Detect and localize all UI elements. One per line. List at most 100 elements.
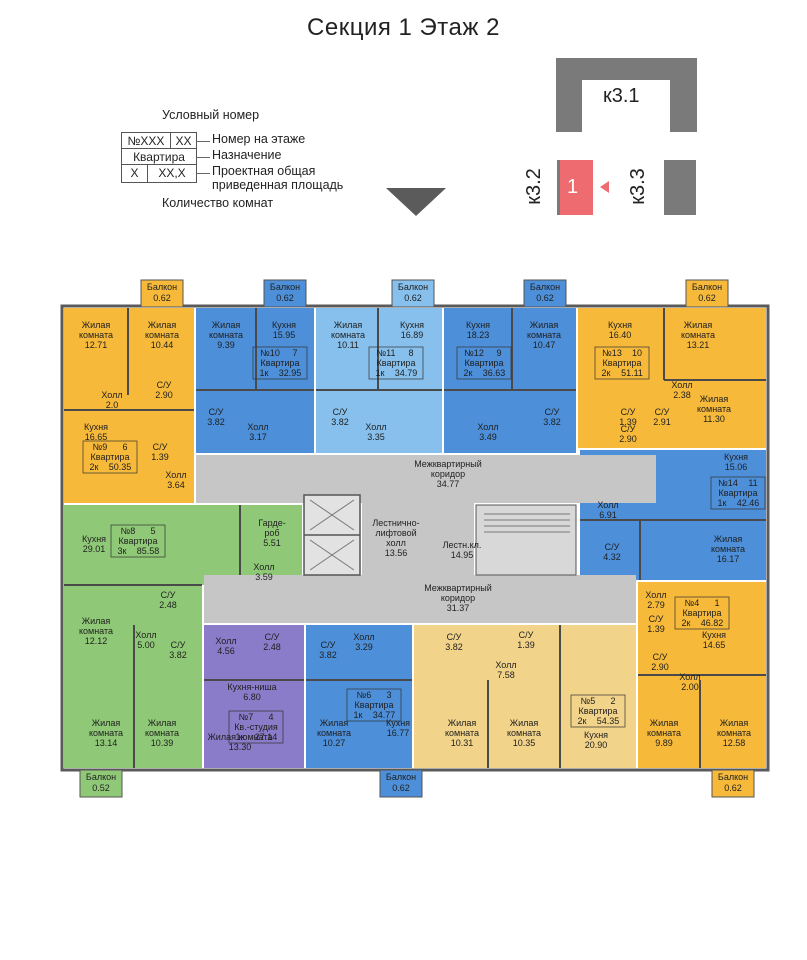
apartment-number: №9 — [93, 442, 108, 452]
room-area: 1.39 — [517, 640, 535, 650]
legend-line — [196, 173, 210, 174]
apartment-floor-number: 9 — [496, 348, 501, 358]
apt-12-fill — [444, 308, 576, 453]
balcony — [79, 769, 123, 798]
apartment-floor-number: 2 — [610, 696, 615, 706]
apartment-area: 51.11 — [621, 368, 643, 378]
room-name: Кухня — [702, 630, 726, 640]
room-area: 14.65 — [703, 640, 726, 650]
room-name: комната — [527, 330, 561, 340]
room-area: 18.23 — [467, 330, 490, 340]
legend-box-rooms: X — [121, 164, 148, 183]
room-name: комната — [507, 728, 541, 738]
page-title: Секция 1 Этаж 2 — [307, 14, 500, 41]
room-area: 13.21 — [687, 340, 710, 350]
core — [196, 455, 656, 623]
lift-hall-name-3: холл — [386, 538, 406, 548]
room-name: Жилая — [320, 718, 349, 728]
balcony-area: 0.62 — [276, 293, 294, 303]
balcony — [140, 279, 184, 308]
room-name: Жилая — [82, 616, 111, 626]
apartment-area: 50.35 — [109, 462, 132, 472]
apartment-floor-number: 11 — [748, 478, 757, 488]
room-name: С/У — [519, 630, 534, 640]
room-name: Холл — [215, 636, 236, 646]
room-name: Жилая комната — [207, 732, 272, 742]
room-name: С/У — [209, 407, 224, 417]
room-name: Холл — [101, 390, 122, 400]
room-area: 29.01 — [83, 544, 106, 554]
balcony-label: Балкон — [270, 282, 300, 292]
room-area: 12.58 — [723, 738, 746, 748]
entrance-arrow-icon — [386, 188, 446, 216]
room-area: 2.90 — [619, 434, 637, 444]
room-area: 10.47 — [533, 340, 556, 350]
balcony-area: 0.62 — [404, 293, 422, 303]
lift-hall-name-1: Лестнично- — [372, 518, 419, 528]
room-area: 3.64 — [167, 480, 185, 490]
room-name: С/У — [545, 407, 560, 417]
apartment-floor-number: 6 — [122, 442, 127, 452]
room-name: С/У — [655, 407, 670, 417]
room-name: Жилая — [334, 320, 363, 330]
room-area: 16.17 — [717, 554, 740, 564]
legend-box-num: №XXX — [121, 132, 171, 151]
room-name: Кухня-ниша — [227, 682, 276, 692]
keyplan-label-k31: к3.1 — [603, 85, 640, 107]
room-area: 12.71 — [85, 340, 108, 350]
apartment-info-box — [252, 346, 308, 380]
legend-box-area: XX,X — [147, 164, 197, 183]
room-area: 3.49 — [479, 432, 497, 442]
apartment-rooms: 2к — [464, 368, 473, 378]
lower-corridor — [204, 575, 636, 623]
apt-13-fill — [578, 308, 766, 448]
apartment-type: Квартира — [119, 536, 158, 546]
legend-line — [196, 141, 210, 142]
balcony-area: 0.62 — [698, 293, 716, 303]
lower-corridor-name: Межквартирный — [424, 583, 492, 593]
room-name: комната — [331, 330, 365, 340]
apartment-number: №5 — [581, 696, 596, 706]
room-area: 16.89 — [401, 330, 424, 340]
room-name: Холл — [135, 630, 156, 640]
interior-walls — [64, 308, 766, 768]
upper-corridor-name: Межквартирный — [414, 459, 482, 469]
apartment-number: №7 — [239, 712, 254, 722]
keyplan-label-k33: к3.3 — [626, 168, 649, 205]
room-name: С/У — [621, 407, 636, 417]
apartment-rooms: 1к — [260, 368, 269, 378]
apartment-area: 46.82 — [701, 618, 724, 628]
legend-floor-number-label: Номер на этаже — [212, 132, 306, 146]
apartment-rooms: 2к — [578, 716, 587, 726]
room-name: С/У — [161, 590, 176, 600]
room-area: 9.39 — [217, 340, 235, 350]
room-area: 10.44 — [151, 340, 174, 350]
legend-top-label: Условный номер — [162, 108, 260, 122]
apartment-info-box — [82, 440, 138, 474]
room-name: Жилая — [448, 718, 477, 728]
room-name: Холл — [597, 500, 618, 510]
room-area: 2.00 — [681, 682, 699, 692]
apartment-info-box — [456, 346, 512, 380]
apartment-floor-number: 10 — [632, 348, 642, 358]
corridor-labels: Межквартирный коридор 34.77 Межквартирны… — [372, 459, 491, 613]
room-labels: Жилаякомната12.71Жилаякомната10.44Холл2.… — [79, 320, 751, 752]
room-name: Кухня — [272, 320, 296, 330]
room-name: С/У — [171, 640, 186, 650]
room-area: 3.82 — [169, 650, 187, 660]
legend-purpose-label: Назначение — [212, 148, 282, 162]
room-area: 2.90 — [155, 390, 173, 400]
balcony — [523, 279, 567, 308]
room-area: 3.82 — [543, 417, 561, 427]
room-name: Холл — [353, 632, 374, 642]
lift-hall — [362, 495, 474, 577]
apartment-info-box — [110, 524, 166, 558]
apartment-rooms: 1к — [354, 710, 363, 720]
balcony-label: Балкон — [147, 282, 177, 292]
upper-corridor-area: 34.77 — [437, 479, 460, 489]
balcony-area: 0.62 — [392, 783, 410, 793]
apartment-rooms: 1к — [236, 732, 245, 742]
room-area: 10.27 — [323, 738, 346, 748]
